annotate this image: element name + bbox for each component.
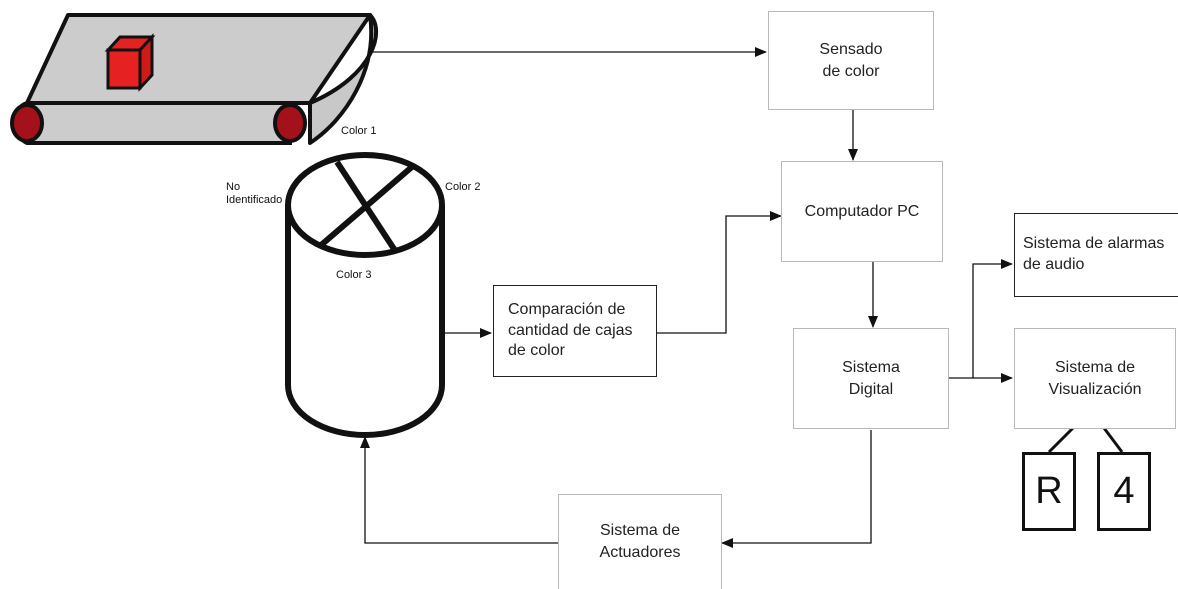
label-color-2: Color 2 xyxy=(445,181,481,193)
block-sistema-alarmas: Sistema de alarmas de audio xyxy=(1014,213,1178,297)
arrow-comparacion-to-computador xyxy=(657,211,782,334)
belt-front-face xyxy=(13,101,292,145)
label-no-identificado: No Identificado xyxy=(226,181,283,207)
sorting-bin xyxy=(285,152,445,438)
arrow-digital-to-alarmas xyxy=(972,259,1013,378)
label-color-1: Color 1 xyxy=(341,125,377,137)
block-comparacion-cajas: Comparación de cantidad de cajas de colo… xyxy=(493,285,657,377)
belt-left-roller xyxy=(10,103,44,143)
display-r: R xyxy=(1022,452,1076,531)
block-sistema-visualizacion: Sistema de Visualización xyxy=(1014,328,1176,429)
block-sistema-actuadores: Sistema de Actuadores xyxy=(558,494,722,589)
arrow-digital-to-actuadores xyxy=(721,430,872,548)
bin-divider-2 xyxy=(318,163,415,249)
display-r-value: R xyxy=(1035,470,1063,512)
block-alarmas-label: Sistema de alarmas de audio xyxy=(1023,235,1165,273)
red-box xyxy=(104,33,156,92)
block-comparacion-label: Comparación de cantidad de cajas de colo… xyxy=(508,300,633,360)
block-visualizacion-label: Sistema de Visualización xyxy=(1048,358,1142,398)
block-computador-label: Computador PC xyxy=(804,202,920,220)
display-line-left xyxy=(1047,426,1075,454)
block-sensado-label: Sensado de color xyxy=(819,40,883,80)
display-line-right xyxy=(1102,427,1124,453)
arrow-actuadores-to-bin xyxy=(360,436,558,544)
block-digital-label: Sistema Digital xyxy=(842,358,900,398)
connectors xyxy=(360,47,1013,548)
belt-right-roller xyxy=(273,103,307,143)
block-actuadores-label: Sistema de Actuadores xyxy=(599,522,681,561)
display-4: 4 xyxy=(1097,452,1151,531)
display-4-value: 4 xyxy=(1113,470,1135,512)
conveyor-belt xyxy=(10,13,379,145)
bin-body xyxy=(285,205,445,438)
belt-right-end xyxy=(308,13,379,145)
label-color-3: Color 3 xyxy=(336,269,372,281)
belt-top-surface xyxy=(25,13,372,105)
block-computador-pc: Computador PC xyxy=(781,161,943,262)
block-sensado-de-color: Sensado de color xyxy=(768,11,934,110)
block-sistema-digital: Sistema Digital xyxy=(793,328,949,429)
